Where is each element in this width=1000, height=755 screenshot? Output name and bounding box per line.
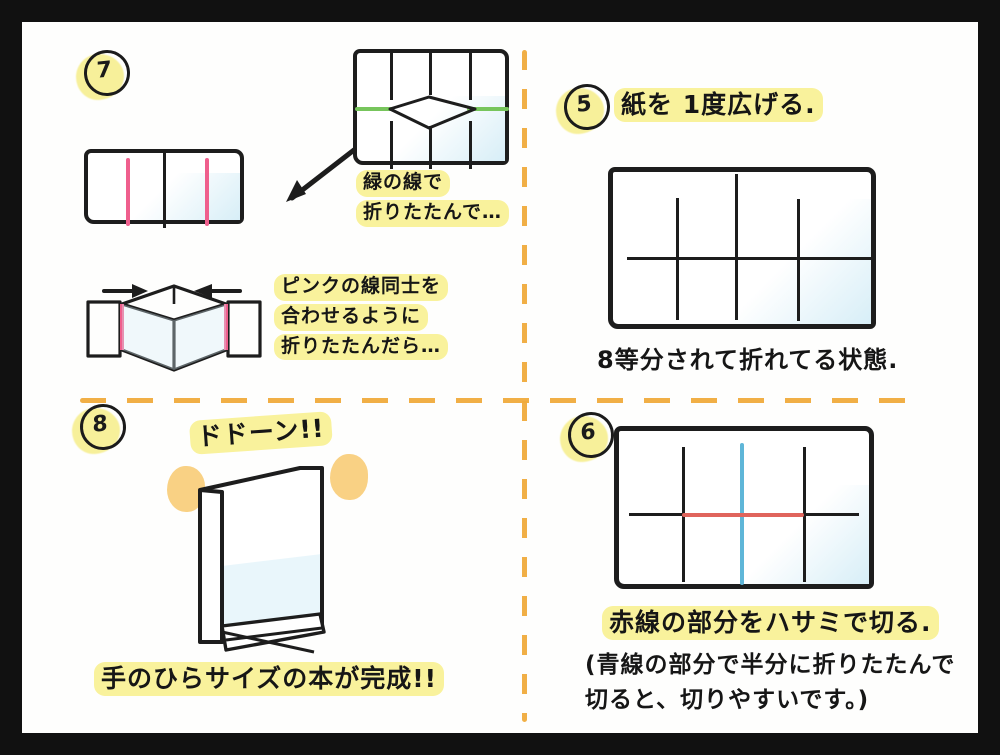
caption-line: 8等分されて折れてる状態. <box>597 346 899 374</box>
caption-line: 手のひらサイズの本が完成!! <box>94 662 445 697</box>
caption-pink-match: ピンクの線同士を 合わせるように 折りたたんだら… <box>274 274 449 363</box>
step-badge-5: 5 <box>556 82 612 136</box>
step-badge-7: 7 <box>76 48 132 102</box>
fold-open-shape <box>86 284 262 372</box>
caption-line: 赤線の部分をハサミで切る. <box>602 606 939 641</box>
caption-line: 合わせるように <box>274 303 429 331</box>
panel-step-8: 8 ドドーン!! 手のひらサイズの本が完成!! <box>22 402 520 733</box>
step-badge-6: 6 <box>560 410 616 464</box>
badge-number: 5 <box>576 90 592 118</box>
illustration-canvas: 7 <box>22 22 978 733</box>
caption-green-fold: 緑の線で 折りたたんで… <box>356 170 510 230</box>
caption-line: 折りたたんだら… <box>274 333 449 361</box>
panel-step-7: 7 <box>22 22 520 394</box>
caption-cut-red: 赤線の部分をハサミで切る. <box>602 606 939 643</box>
step-badge-8: 8 <box>72 402 128 456</box>
badge-number: 6 <box>580 418 596 446</box>
sparkle-right-icon <box>330 454 368 500</box>
badge-number: 8 <box>92 410 108 438</box>
panel-step-5: 5 紙を 1度広げる. 8等分されて折れてる状態. <box>530 22 978 394</box>
arrow-right-icon <box>102 284 148 298</box>
badge-blob <box>556 88 604 134</box>
caption-line: ピンクの線同士を <box>274 274 449 301</box>
arrow-down-left-icon <box>286 147 357 202</box>
caption-line: 緑の線で <box>356 170 451 197</box>
panel-step-6: 6 赤線の部分をハサミで切る. (青線の部分で半分に折りたたんで 切る <box>530 404 978 733</box>
badge-blob <box>76 54 124 100</box>
caption-line: (青線の部分で半分に折りたたんで <box>585 652 956 678</box>
caption-eighths-note: 8等分されて折れてる状態. <box>590 344 905 380</box>
caption-unfold-title: 紙を 1度広げる. <box>614 88 823 125</box>
badge-blob <box>72 408 120 454</box>
caption-cut-tip: (青線の部分で半分に折りたたんで 切ると、切りやすいです。) <box>578 650 962 720</box>
arrow-left-icon <box>194 284 242 298</box>
badge-number: 7 <box>96 56 112 84</box>
caption-complete-note: 手のひらサイズの本が完成!! <box>94 662 445 699</box>
caption-line: 折りたたんで… <box>356 199 510 227</box>
caption-line: 紙を 1度広げる. <box>614 88 823 123</box>
badge-blob <box>560 416 608 462</box>
finished-book-shape <box>198 466 326 654</box>
caption-line: 切ると、切りやすいです。) <box>585 686 870 713</box>
divider-horizontal <box>80 398 923 403</box>
divider-vertical <box>522 50 527 722</box>
diamond-shape <box>388 95 477 130</box>
